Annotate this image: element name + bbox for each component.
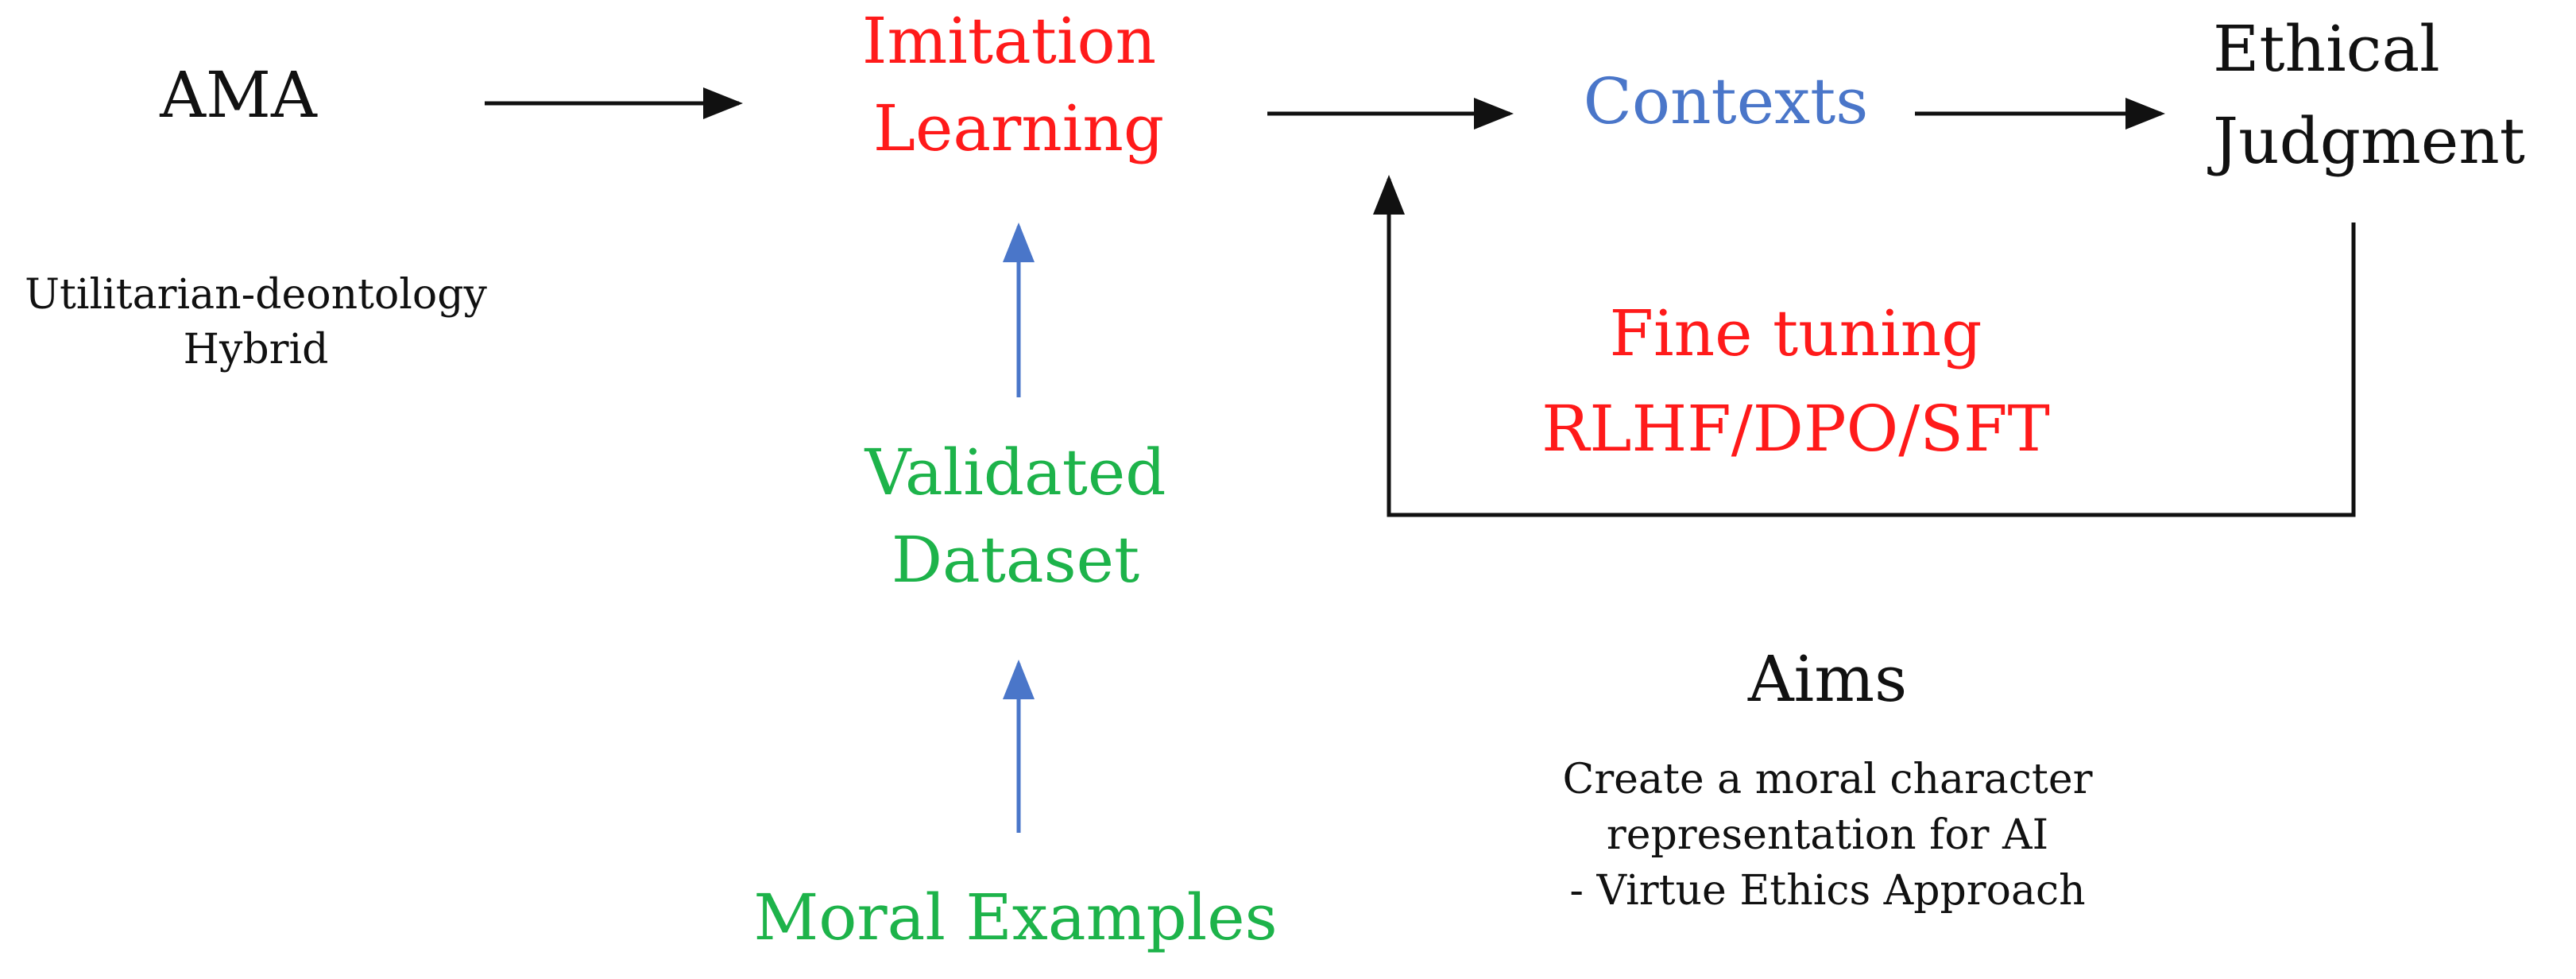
ama-label: AMA bbox=[160, 58, 317, 132]
ethical-judgment-line2: Judgment bbox=[2213, 104, 2525, 178]
imitation-learning-line2: Learning bbox=[872, 91, 1165, 165]
aims-line1: Create a moral character bbox=[1562, 756, 2093, 803]
ethical-judgment-line1: Ethical bbox=[2213, 12, 2440, 86]
fine-tuning-line1: Fine tuning bbox=[1609, 296, 1982, 370]
aims-line2: representation for AI bbox=[1606, 811, 2049, 859]
validated-dataset-line2: Dataset bbox=[891, 523, 1140, 597]
arrow-feedback-loop bbox=[1373, 175, 2356, 517]
validated-dataset-line1: Validated bbox=[864, 435, 1166, 509]
moral-examples-label: Moral Examples bbox=[753, 880, 1278, 954]
aims-title: Aims bbox=[1747, 642, 1908, 716]
aims-line3: - Virtue Ethics Approach bbox=[1569, 867, 2086, 915]
ama-description-line1: Utilitarian-deontology bbox=[25, 271, 487, 319]
ama-description-line2: Hybrid bbox=[183, 326, 329, 373]
contexts-label: Contexts bbox=[1583, 64, 1869, 138]
imitation-learning-line1: Imitation bbox=[861, 4, 1157, 78]
fine-tuning-line2: RLHF/DPO/SFT bbox=[1541, 392, 2050, 466]
